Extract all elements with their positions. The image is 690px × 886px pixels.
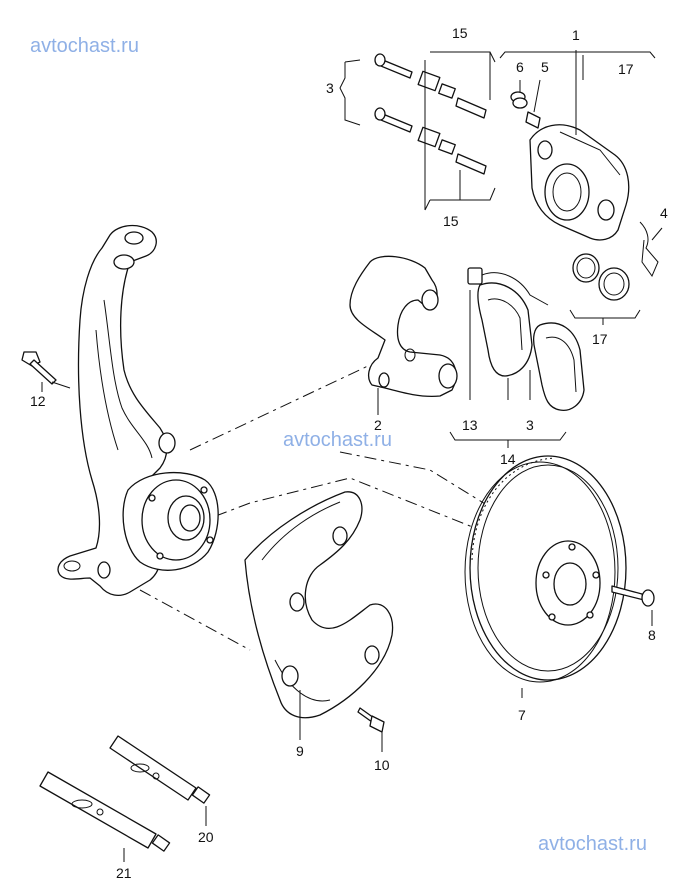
disc-screw — [611, 585, 655, 607]
caliper-carrier — [349, 255, 458, 398]
bleeder-valve — [510, 91, 541, 129]
callout-10: 10 — [374, 757, 390, 773]
assembly-lines — [139, 364, 496, 651]
grease-tube-21 — [39, 771, 171, 852]
callout-9: 9 — [296, 743, 304, 759]
watermark-top: avtochast.ru — [30, 35, 139, 57]
shield-bolt — [357, 707, 385, 733]
grease-tube-20 — [109, 735, 211, 804]
callout-3-pads: 3 — [526, 417, 534, 433]
callout-5: 5 — [541, 59, 549, 75]
callout-numbers: 1 2 3 3 4 5 6 7 8 9 10 12 13 14 15 15 17… — [30, 25, 668, 881]
callout-17-bottom: 17 — [592, 331, 608, 347]
brake-disc — [464, 455, 627, 683]
callout-8: 8 — [648, 627, 656, 643]
seal-rings — [572, 253, 630, 301]
callout-7: 7 — [518, 707, 526, 723]
wheel-hub — [122, 471, 219, 571]
callout-14: 14 — [500, 451, 516, 467]
brake-pads — [467, 267, 585, 411]
splash-shield — [244, 491, 394, 719]
callout-6: 6 — [516, 59, 524, 75]
callout-12: 12 — [30, 393, 46, 409]
callout-13: 13 — [462, 417, 478, 433]
callout-2: 2 — [374, 417, 382, 433]
watermark-bottom: avtochast.ru — [538, 833, 647, 855]
brake-caliper — [529, 124, 630, 241]
callout-15-bottom: 15 — [443, 213, 459, 229]
guide-bolts — [374, 53, 487, 175]
callout-3-bolts: 3 — [326, 80, 334, 96]
leader-lines — [41, 50, 663, 862]
callout-15-top: 15 — [452, 25, 468, 41]
callout-21: 21 — [116, 865, 132, 881]
callout-1: 1 — [572, 27, 580, 43]
watermark-middle: avtochast.ru — [283, 429, 392, 451]
callout-4: 4 — [660, 205, 668, 221]
callout-17-top: 17 — [618, 61, 634, 77]
retaining-spring — [639, 221, 659, 278]
callout-20: 20 — [198, 829, 214, 845]
knuckle-bolt — [21, 351, 57, 385]
